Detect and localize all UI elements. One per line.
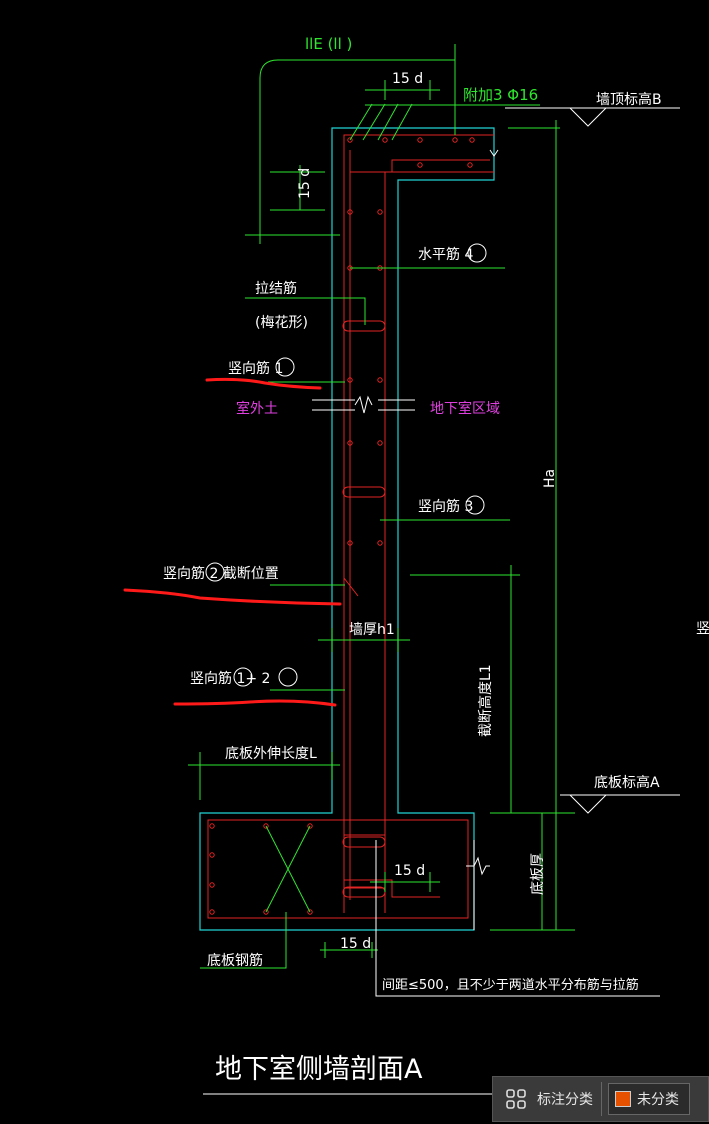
circle-marker-2b [278, 667, 298, 687]
label-vertical-bar-2-cut: 竖向筋 2 截断位置 [163, 565, 279, 582]
red-markup [123, 377, 342, 707]
label-lae: llE (ll ) [305, 35, 352, 53]
slab-cross-bars [265, 825, 311, 913]
label-outdoor-soil: 室外土 [236, 400, 278, 417]
circle-marker-2 [205, 562, 225, 582]
toolbar-divider [601, 1082, 602, 1116]
label-15d-bottom: 15 d [340, 936, 371, 952]
uncategorized-chip[interactable]: 未分类 [608, 1083, 690, 1115]
label-vertical-bar-12: 竖向筋 1+ 2 [190, 670, 270, 687]
annotation-toolbar: 标注分类 未分类 [492, 1076, 709, 1122]
label-horizontal-bar: 水平筋 4 [418, 246, 473, 263]
circle-marker-3 [465, 495, 485, 515]
label-15d-left: 15 d [297, 168, 313, 199]
label-basement-area: 地下室区域 [430, 400, 500, 417]
category-color-swatch [615, 1091, 631, 1107]
label-ha: Ha [542, 469, 558, 488]
label-extra-bar: 附加3 Φ16 [463, 86, 538, 104]
label-15d-top: 15 d [392, 71, 423, 87]
label-spacing-note: 间距≤500，且不少于两道水平分布筋与拉筋 [382, 977, 639, 993]
label-wall-top-elev: 墙顶标高B [596, 91, 662, 108]
label-slab-thickness: 底板厚 [530, 853, 546, 895]
label-tie-bar: 拉结筋 [255, 280, 297, 297]
wall-outline [199, 127, 495, 931]
rebar-lines [207, 134, 494, 919]
circle-marker-4 [467, 243, 487, 263]
circle-marker-1b [233, 667, 253, 687]
dimension-lines [188, 44, 680, 1095]
label-wall-thickness: 墙厚h1 [349, 622, 395, 638]
annotation-category-label: 标注分类 [537, 1091, 593, 1107]
label-tie-bar-shape: (梅花形) [255, 315, 308, 331]
label-slab-bottom-elev: 底板标高A [594, 774, 660, 791]
category-grid-icon[interactable] [499, 1082, 533, 1116]
circle-marker-1 [275, 357, 295, 377]
top-hatch [349, 103, 540, 141]
label-vertical-bar-1: 竖向筋 1 [228, 360, 283, 377]
label-slab-ext-length: 底板外伸长度L [225, 746, 317, 762]
uncategorized-label: 未分类 [637, 1091, 679, 1107]
label-cut-height: 截断高度L1 [477, 664, 494, 737]
label-slab-rebar: 底板钢筋 [207, 952, 263, 969]
label-edge-char: 竖 [696, 621, 709, 637]
label-vertical-bar-3: 竖向筋 3 [418, 498, 473, 515]
drawing-title: 地下室侧墙剖面A [215, 1054, 423, 1085]
label-15d-slab: 15 d [394, 863, 425, 879]
